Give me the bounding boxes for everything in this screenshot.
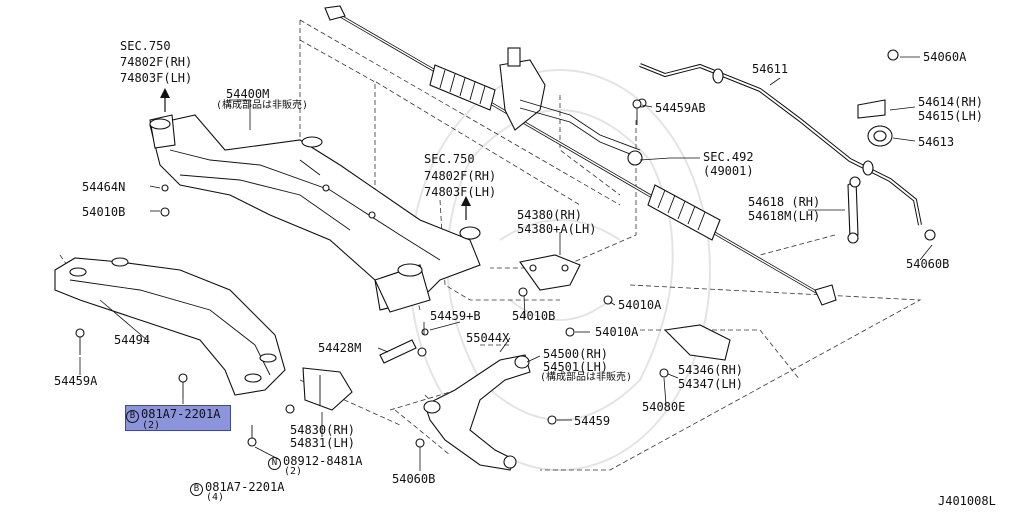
label-54010a-a[interactable]: 54010A [618,298,662,312]
lower-member-54494 [54,257,286,396]
selection-highlight[interactable] [125,405,231,431]
label-54494[interactable]: 54494 [114,333,151,347]
nut-number: 08912-8481A [283,454,363,468]
label-54400m-note: (構成部品は非販売) [216,100,309,111]
label-54060a[interactable]: 54060A [923,50,967,64]
bolt-icons [75,99,642,447]
label-54459a[interactable]: 54459A [54,374,98,388]
b-circle-icon: B [126,410,139,423]
label-54010a-b[interactable]: 54010A [595,325,639,339]
label-74802f-a[interactable]: 74802F(RH) [120,55,193,69]
rod-54428m [379,339,427,364]
label-54500[interactable]: 54500(RH) [543,347,609,361]
label-54464n[interactable]: 54464N [82,180,126,194]
label-54347[interactable]: 54347(LH) [678,377,744,391]
label-74803f-a[interactable]: 74803F(LH) [120,71,193,85]
label-54380a[interactable]: 54380+A(LH) [517,222,597,236]
bolt-b2-number: 081A7-2201A [205,480,285,494]
bracket-54346 [659,324,731,378]
label-sec492[interactable]: SEC.492 [703,150,754,164]
label-sec750-b[interactable]: SEC.750 [424,152,475,166]
label-54380[interactable]: 54380(RH) [517,208,583,222]
steering-rack [324,5,837,306]
label-bolt-b2-qty: (4) [206,492,225,503]
label-54615[interactable]: 54615(LH) [918,109,984,123]
label-sec750-a[interactable]: SEC.750 [120,39,171,53]
label-54501[interactable]: 54501(LH) [543,360,609,374]
label-74802f-b[interactable]: 74802F(RH) [424,169,497,183]
bracket-54380 [518,254,613,337]
arrow-icons [160,88,471,220]
label-54614[interactable]: 54614(RH) [918,95,984,109]
front-crossmember-54400m [149,114,481,313]
bracket-54830 [285,367,353,414]
label-54831[interactable]: 54831(LH) [290,436,356,450]
transverse-link-54500 [415,354,531,471]
n-circle-icon: N [268,457,281,470]
bolt-b1-number: 081A7-2201A [141,407,221,421]
label-54080e[interactable]: 54080E [642,400,686,414]
label-54830[interactable]: 54830(RH) [290,423,356,437]
leader-lines [79,56,933,471]
label-54459[interactable]: 54459 [574,414,611,428]
label-49001[interactable]: (49001) [703,164,754,178]
label-54613[interactable]: 54613 [918,135,955,149]
label-54346[interactable]: 54346(RH) [678,363,744,377]
label-54618[interactable]: 54618 (RH) [748,195,821,209]
label-55044x[interactable]: 55044X [466,331,510,345]
label-nut-qty: (2) [284,466,303,477]
b-circle-icon: B [190,483,203,496]
label-74803f-b[interactable]: 74803F(LH) [424,185,497,199]
label-54010b-b[interactable]: 54010B [512,309,556,323]
label-54010b-a[interactable]: 54010B [82,205,126,219]
label-54459ab[interactable]: 54459AB [655,101,706,115]
label-54618m[interactable]: 54618M(LH) [748,209,821,223]
label-54428m[interactable]: 54428M [318,341,362,355]
label-54400m[interactable]: 54400M [226,87,270,101]
label-54060b-b[interactable]: 54060B [392,472,436,486]
label-54501-note: (構成部品は非販売) [540,372,633,383]
label-54459b[interactable]: 54459+B [430,309,481,323]
label-bolt-b1-qty: (2) [142,420,161,431]
diagram-code: J401008L [938,494,996,508]
label-54060b-a[interactable]: 54060B [906,257,950,271]
label-54611[interactable]: 54611 [752,62,789,76]
